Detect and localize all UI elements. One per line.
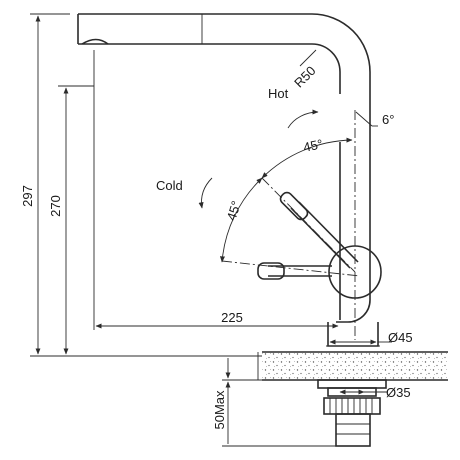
reach-label: 225 xyxy=(221,310,243,325)
cold-label: Cold xyxy=(156,178,183,193)
countertop xyxy=(257,351,448,381)
cold-angle-label: 45° xyxy=(224,199,244,222)
shank-diameter-label: Ø35 xyxy=(386,385,411,400)
bend-radius-label: R50 xyxy=(291,63,318,90)
body-diameter-label: Ø45 xyxy=(388,330,413,345)
deck-thickness-label: 50Max xyxy=(212,390,227,430)
rotation-arrows xyxy=(198,109,319,209)
handle-positions xyxy=(221,177,361,280)
mounting-hardware xyxy=(317,379,387,447)
spout-height-label: 270 xyxy=(48,195,63,217)
swivel-angle-label: 6° xyxy=(382,112,394,127)
dimension-lines xyxy=(30,13,392,447)
hot-label: Hot xyxy=(268,86,289,101)
faucet-body xyxy=(77,13,382,347)
angle-arcs xyxy=(219,111,378,263)
hot-angle-label: 45° xyxy=(302,136,324,155)
total-height-label: 297 xyxy=(20,185,35,207)
